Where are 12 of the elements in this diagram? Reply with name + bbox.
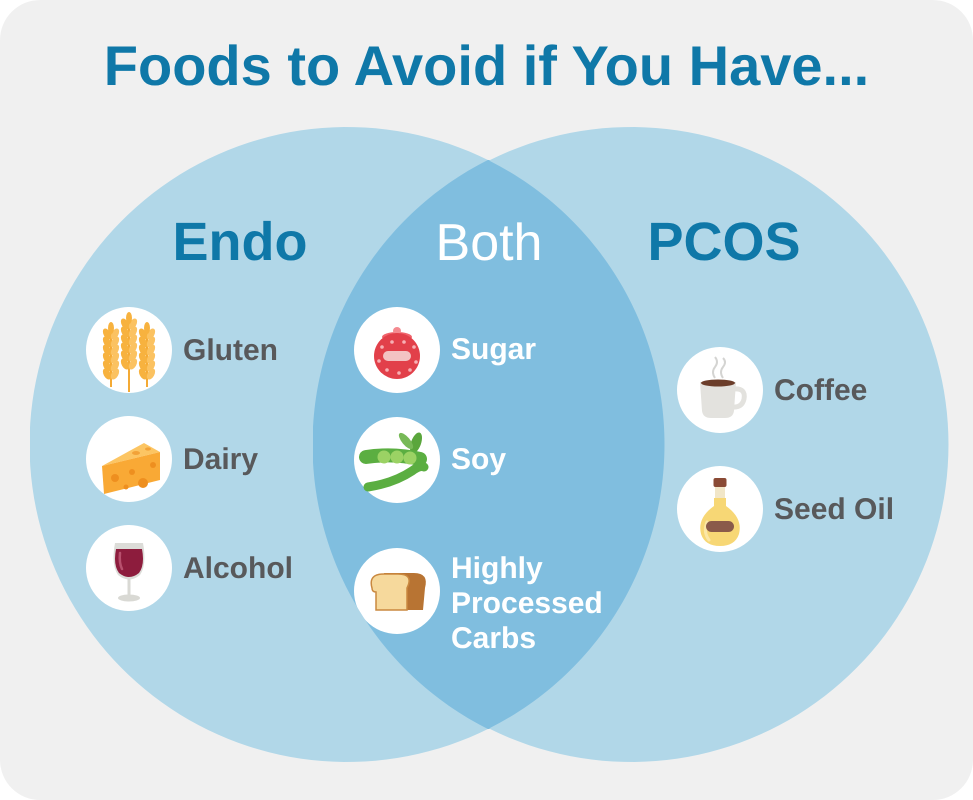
food-label: Dairy <box>183 442 258 476</box>
title: Foods to Avoid if You Have... <box>104 38 870 94</box>
food-label: Highly Processed Carbs <box>451 550 611 656</box>
category-heading: Endo <box>172 215 308 270</box>
category-heading: Both <box>436 216 542 269</box>
food-label: Sugar <box>451 332 536 368</box>
food-label: Seed Oil <box>774 492 894 526</box>
food-label: Soy <box>451 442 506 478</box>
food-label: Gluten <box>183 332 278 368</box>
food-label: Coffee <box>774 372 868 408</box>
category-heading: PCOS <box>647 215 801 270</box>
food-label: Alcohol <box>183 550 293 586</box>
